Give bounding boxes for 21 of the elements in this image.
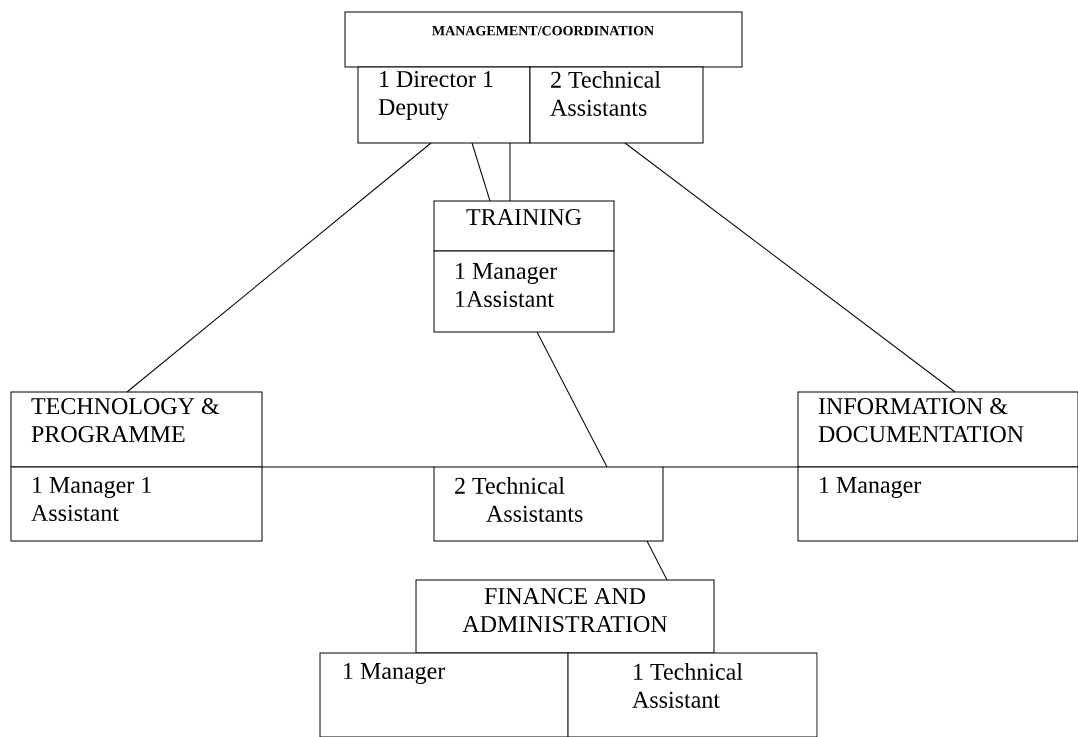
connector-line <box>509 142 511 202</box>
staff-box: 1 Manager 1 Assistant <box>10 466 263 542</box>
connector-line <box>624 142 956 393</box>
connector-line <box>471 142 491 202</box>
heading-box: FINANCE AND ADMINISTRATION <box>415 579 715 654</box>
heading-box: MANAGEMENT/COORDINATION <box>344 11 743 68</box>
staff-box: 1 Technical Assistant <box>567 652 818 737</box>
connector-line <box>536 331 608 468</box>
connector-line <box>261 466 435 468</box>
connector-line <box>662 466 799 468</box>
staff-box: 2 Technical Assistants <box>433 466 664 542</box>
connector-line <box>646 540 668 581</box>
staff-box: 2 Technical Assistants <box>529 66 704 144</box>
staff-box: 1 Manager <box>319 652 569 737</box>
staff-box: 1 Manager <box>797 466 1078 542</box>
staff-box: 1 Manager 1Assistant <box>433 250 615 333</box>
heading-box: TRAINING <box>433 200 615 252</box>
connector-line <box>126 142 432 393</box>
staff-box: 1 Director 1 Deputy <box>357 66 531 144</box>
heading-box: TECHNOLOGY & PROGRAMME <box>10 391 263 468</box>
heading-box: INFORMATION & DOCUMENTATION <box>797 391 1078 468</box>
